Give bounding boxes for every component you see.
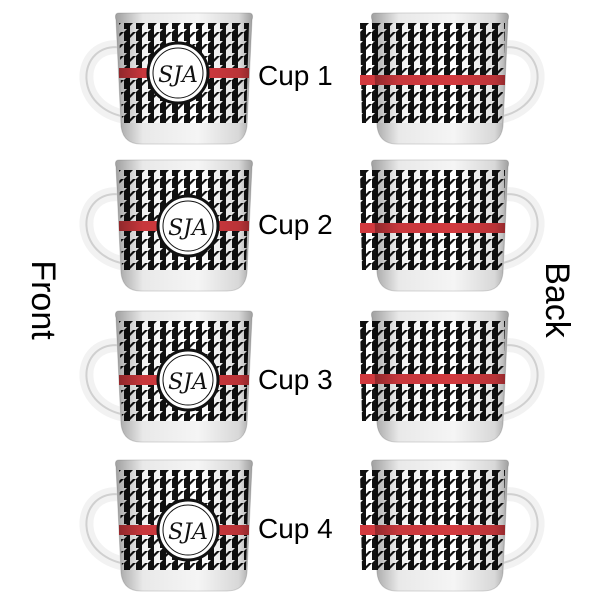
- front-label: Front: [24, 260, 62, 340]
- monogram: SJA: [168, 216, 208, 241]
- cup-2-front: SJA: [64, 155, 324, 295]
- back-label: Back: [538, 262, 576, 338]
- cup-4-label: Cup 4: [258, 513, 333, 544]
- espresso-cup-icon: SJA: [79, 459, 254, 592]
- cup-3-back: [300, 306, 560, 446]
- cup-2-label: Cup 2: [258, 209, 333, 240]
- cup-3-front: SJA: [64, 306, 324, 446]
- cup-1-back: [300, 8, 560, 148]
- espresso-cup-icon: SJA: [79, 12, 254, 145]
- cup-1-label: Cup 1: [258, 60, 333, 91]
- cup-3-label: Cup 3: [258, 364, 333, 395]
- monogram: SJA: [168, 520, 208, 545]
- espresso-cup-icon: SJA: [79, 310, 254, 443]
- espresso-cup-icon: SJA: [79, 159, 254, 292]
- cup-4-back: [300, 455, 560, 595]
- cup-1-front: SJA: [64, 8, 324, 148]
- espresso-cup-icon: [360, 159, 545, 292]
- espresso-cup-icon: [360, 12, 545, 145]
- monogram: SJA: [168, 370, 208, 395]
- cup-2-back: [300, 155, 560, 295]
- espresso-cup-icon: [360, 310, 545, 443]
- cup-4-front: SJA: [64, 455, 324, 595]
- espresso-cup-icon: [360, 459, 545, 592]
- monogram: SJA: [158, 63, 198, 88]
